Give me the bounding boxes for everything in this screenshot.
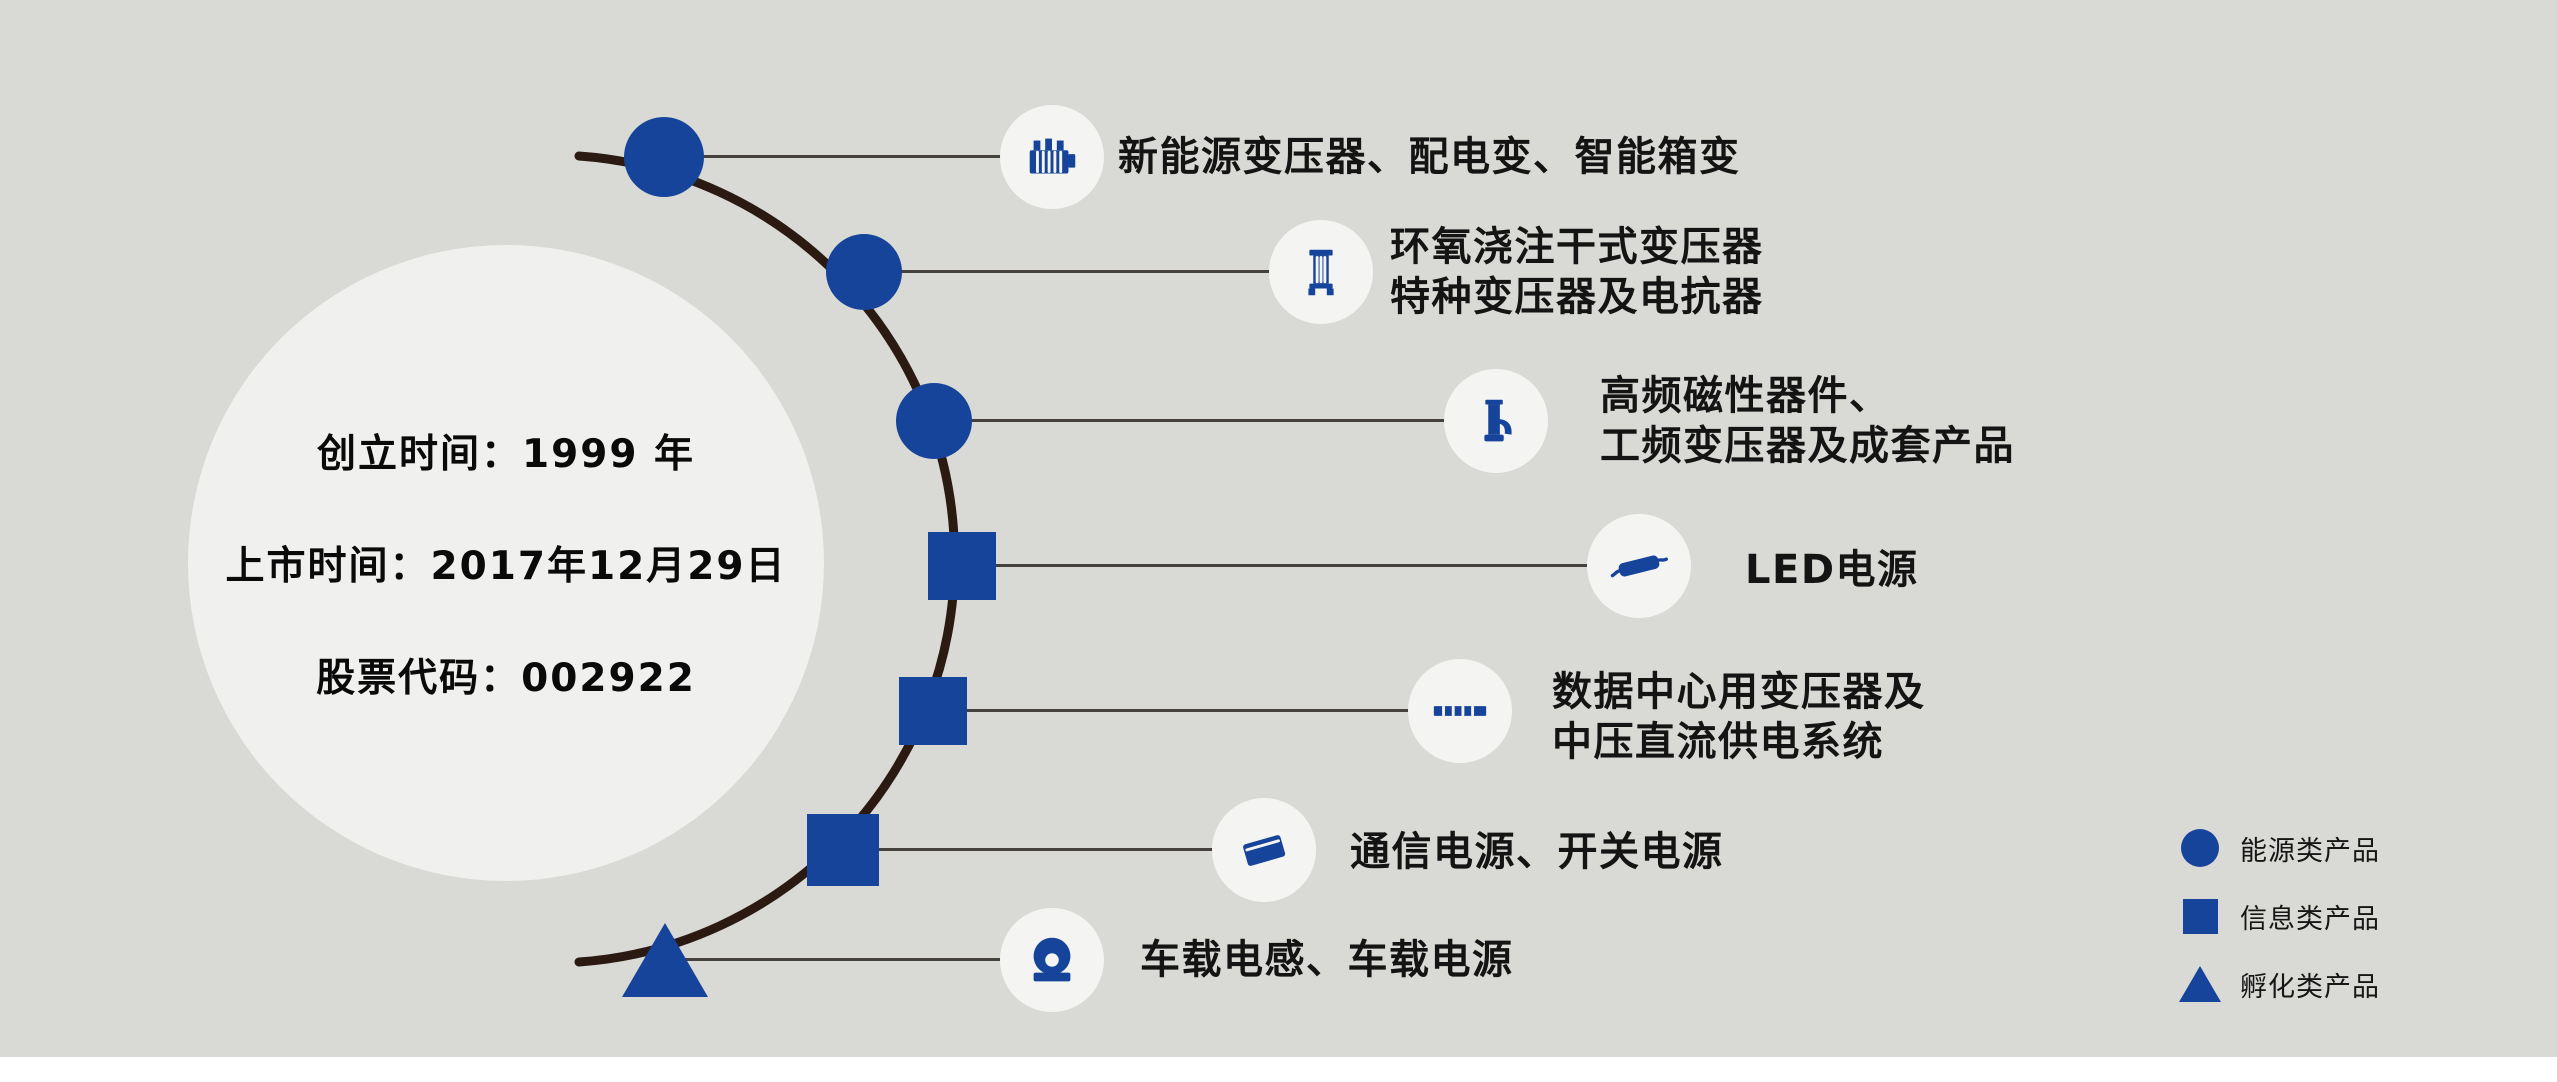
connector-line	[843, 848, 1264, 851]
product-label-line: 车载电感、车载电源	[1140, 937, 1514, 983]
legend-item-incubation: 孵化类产品	[2178, 964, 2380, 1004]
product-icon-badge	[1444, 369, 1548, 473]
connector-line	[934, 419, 1496, 422]
legend-label: 能源类产品	[2240, 835, 2380, 867]
timeline-marker-square	[807, 814, 879, 886]
product-icon-badge	[1000, 908, 1104, 1012]
datacenter-power-icon	[1433, 705, 1487, 717]
product-label-line: 新能源变压器、配电变、智能箱变	[1118, 134, 1741, 180]
product-label-line: 高频磁性器件、	[1600, 373, 1891, 419]
legend: 能源类产品 信息类产品 孵化类产品	[2178, 828, 2380, 1004]
product-label: 车载电感、车载电源	[1140, 935, 1514, 985]
legend-square-marker	[2178, 898, 2222, 934]
timeline-marker-circle	[624, 117, 704, 197]
led-driver-icon	[1610, 555, 1668, 578]
connector-line	[665, 958, 1052, 961]
product-label: LED电源	[1745, 545, 1919, 595]
bottom-white-strip	[0, 1057, 2557, 1082]
product-label-line: 特种变压器及电抗器	[1390, 274, 1764, 320]
product-label: 环氧浇注干式变压器 特种变压器及电抗器	[1390, 222, 1764, 322]
product-label-line: 中压直流供电系统	[1552, 719, 1884, 765]
legend-triangle-marker	[2178, 966, 2222, 1002]
product-icon-badge	[1408, 659, 1512, 763]
timeline-marker-square	[899, 677, 967, 745]
legend-label: 孵化类产品	[2240, 971, 2380, 1003]
product-label: 通信电源、开关电源	[1350, 827, 1724, 877]
legend-circle-marker	[2178, 829, 2222, 867]
connector-line	[933, 709, 1460, 712]
product-label-line: 工频变压器及成套产品	[1600, 423, 2015, 469]
product-icon-badge	[1212, 798, 1316, 902]
comm-power-icon	[1243, 835, 1286, 866]
timeline-marker-circle	[896, 383, 972, 459]
vehicle-inductor-icon	[1033, 937, 1071, 982]
legend-item-information: 信息类产品	[2178, 896, 2380, 936]
legend-label: 信息类产品	[2240, 903, 2380, 935]
legend-item-energy: 能源类产品	[2178, 828, 2380, 868]
company-info-circle: 创立时间：1999 年 上市时间：2017年12月29日 股票代码：002922	[188, 245, 824, 881]
company-founded: 创立时间：1999 年	[316, 432, 696, 477]
dry-type-transformer-icon	[1308, 249, 1334, 296]
company-stock-code: 股票代码：002922	[316, 656, 696, 701]
timeline-marker-circle	[826, 234, 902, 310]
product-icon-badge	[1587, 514, 1691, 618]
product-label: 新能源变压器、配电变、智能箱变	[1118, 132, 1741, 182]
connector-line	[962, 564, 1639, 567]
product-label-line: 环氧浇注干式变压器	[1390, 224, 1764, 270]
product-icon-badge	[1269, 220, 1373, 324]
timeline-marker-square	[928, 532, 996, 600]
product-label-line: LED电源	[1745, 547, 1919, 593]
product-label-line: 通信电源、开关电源	[1350, 829, 1724, 875]
connector-line	[664, 155, 1052, 158]
product-label-line: 数据中心用变压器及	[1552, 669, 1926, 715]
connector-line	[864, 270, 1321, 273]
transformer-icon	[1029, 138, 1076, 174]
company-listed: 上市时间：2017年12月29日	[225, 544, 787, 589]
product-label: 数据中心用变压器及 中压直流供电系统	[1552, 667, 1926, 767]
product-label: 高频磁性器件、 工频变压器及成套产品	[1600, 371, 2015, 471]
magnetic-component-icon	[1484, 399, 1512, 442]
product-icon-badge	[1000, 105, 1104, 209]
